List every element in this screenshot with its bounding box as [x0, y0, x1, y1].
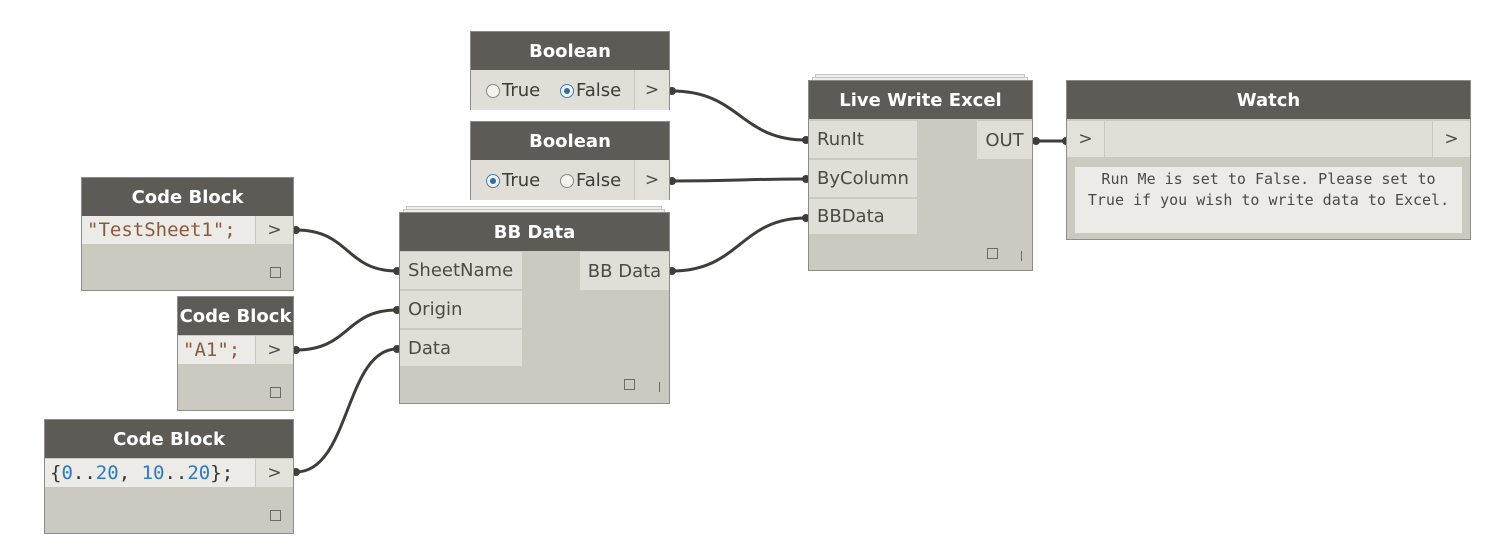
- preview-toggle-icon[interactable]: [270, 267, 281, 278]
- lacing-indicator-icon: [1021, 251, 1022, 261]
- code-block-node-1[interactable]: Code Block "TestSheet1"; >: [81, 177, 294, 291]
- live-write-excel-node[interactable]: Live Write Excel RunIt ByColumn BBData O…: [808, 80, 1033, 271]
- code-block-node-3[interactable]: Code Block {0..20, 10..20}; >: [44, 419, 294, 534]
- output-port-out[interactable]: OUT: [977, 121, 1032, 159]
- radio-false-label: False: [576, 170, 622, 191]
- code-token: ..: [164, 462, 188, 484]
- node-title: BB Data: [400, 213, 669, 251]
- output-port[interactable]: >: [634, 70, 669, 110]
- output-port[interactable]: >: [255, 459, 293, 487]
- watch-input-bar: [1105, 121, 1432, 157]
- preview-toggle-icon[interactable]: [987, 248, 998, 259]
- boolean-node-1[interactable]: Boolean True False >: [470, 31, 670, 110]
- code-editor[interactable]: "TestSheet1";: [82, 216, 255, 244]
- input-port-bbdata[interactable]: BBData: [809, 199, 917, 235]
- node-title: Code Block: [82, 178, 293, 216]
- list-lacing-stack: [406, 206, 662, 210]
- radio-true[interactable]: True: [486, 170, 540, 191]
- node-title: Boolean: [471, 32, 669, 70]
- wire-codeblock2-to-origin: [295, 308, 398, 352]
- node-title: Code Block: [45, 420, 293, 458]
- preview-toggle-icon[interactable]: [270, 510, 281, 521]
- node-title: Live Write Excel: [809, 81, 1032, 119]
- code-token: 10: [141, 462, 165, 484]
- list-lacing-stack: [403, 209, 665, 213]
- node-title: Code Block: [178, 297, 293, 335]
- wire-boolean2-to-bycolumn: [671, 177, 807, 183]
- code-editor[interactable]: {0..20, 10..20};: [45, 459, 255, 487]
- node-title: Boolean: [471, 122, 669, 160]
- code-editor[interactable]: "A1";: [178, 336, 255, 364]
- code-token: ..: [72, 462, 96, 484]
- code-token: 20: [95, 462, 119, 484]
- node-title: Watch: [1067, 81, 1470, 119]
- watch-node[interactable]: Watch > > Run Me is set to False. Please…: [1066, 80, 1471, 240]
- wire-codeblock1-to-sheetname: [295, 228, 398, 273]
- code-token: 20: [187, 462, 211, 484]
- code-block-node-2[interactable]: Code Block "A1"; >: [177, 296, 294, 411]
- input-port-runit[interactable]: RunIt: [809, 121, 917, 159]
- preview-toggle-icon[interactable]: [624, 379, 635, 390]
- input-port-origin[interactable]: Origin: [400, 291, 522, 329]
- wire-bbdata-to-bbdata: [671, 216, 807, 273]
- output-port-bb-data[interactable]: BB Data: [580, 252, 669, 290]
- code-token: };: [210, 462, 234, 484]
- boolean-node-2[interactable]: Boolean True False >: [470, 121, 670, 200]
- wire-codeblock3-to-data: [295, 347, 398, 474]
- code-token: ,: [118, 462, 142, 484]
- wire-boolean1-to-runit: [671, 89, 807, 142]
- radio-false[interactable]: False: [560, 80, 621, 101]
- radio-selected-icon: [560, 83, 574, 98]
- radio-true[interactable]: True: [486, 80, 540, 101]
- list-lacing-stack: [812, 77, 1028, 81]
- input-port-bycolumn[interactable]: ByColumn: [809, 160, 917, 198]
- radio-unselected-icon: [560, 173, 574, 188]
- code-token: {: [50, 462, 62, 484]
- input-port[interactable]: >: [1067, 121, 1105, 157]
- input-port-data[interactable]: Data: [400, 330, 522, 367]
- output-port[interactable]: >: [634, 160, 669, 200]
- radio-false[interactable]: False: [560, 170, 621, 191]
- input-port-sheetname[interactable]: SheetName: [400, 252, 522, 290]
- lacing-indicator-icon: [659, 382, 660, 392]
- radio-selected-icon: [486, 173, 500, 188]
- radio-true-label: True: [502, 170, 541, 191]
- list-lacing-stack: [815, 74, 1025, 78]
- code-token: 0: [61, 462, 73, 484]
- bb-data-node[interactable]: BB Data SheetName Origin Data BB Data: [399, 212, 670, 404]
- watch-value-display: Run Me is set to False. Please set to Tr…: [1075, 167, 1462, 233]
- radio-unselected-icon: [486, 83, 500, 98]
- radio-true-label: True: [502, 80, 541, 101]
- output-port[interactable]: >: [255, 336, 293, 364]
- radio-false-label: False: [576, 80, 622, 101]
- output-port[interactable]: >: [1432, 121, 1470, 157]
- preview-toggle-icon[interactable]: [270, 387, 281, 398]
- output-port[interactable]: >: [255, 216, 293, 244]
